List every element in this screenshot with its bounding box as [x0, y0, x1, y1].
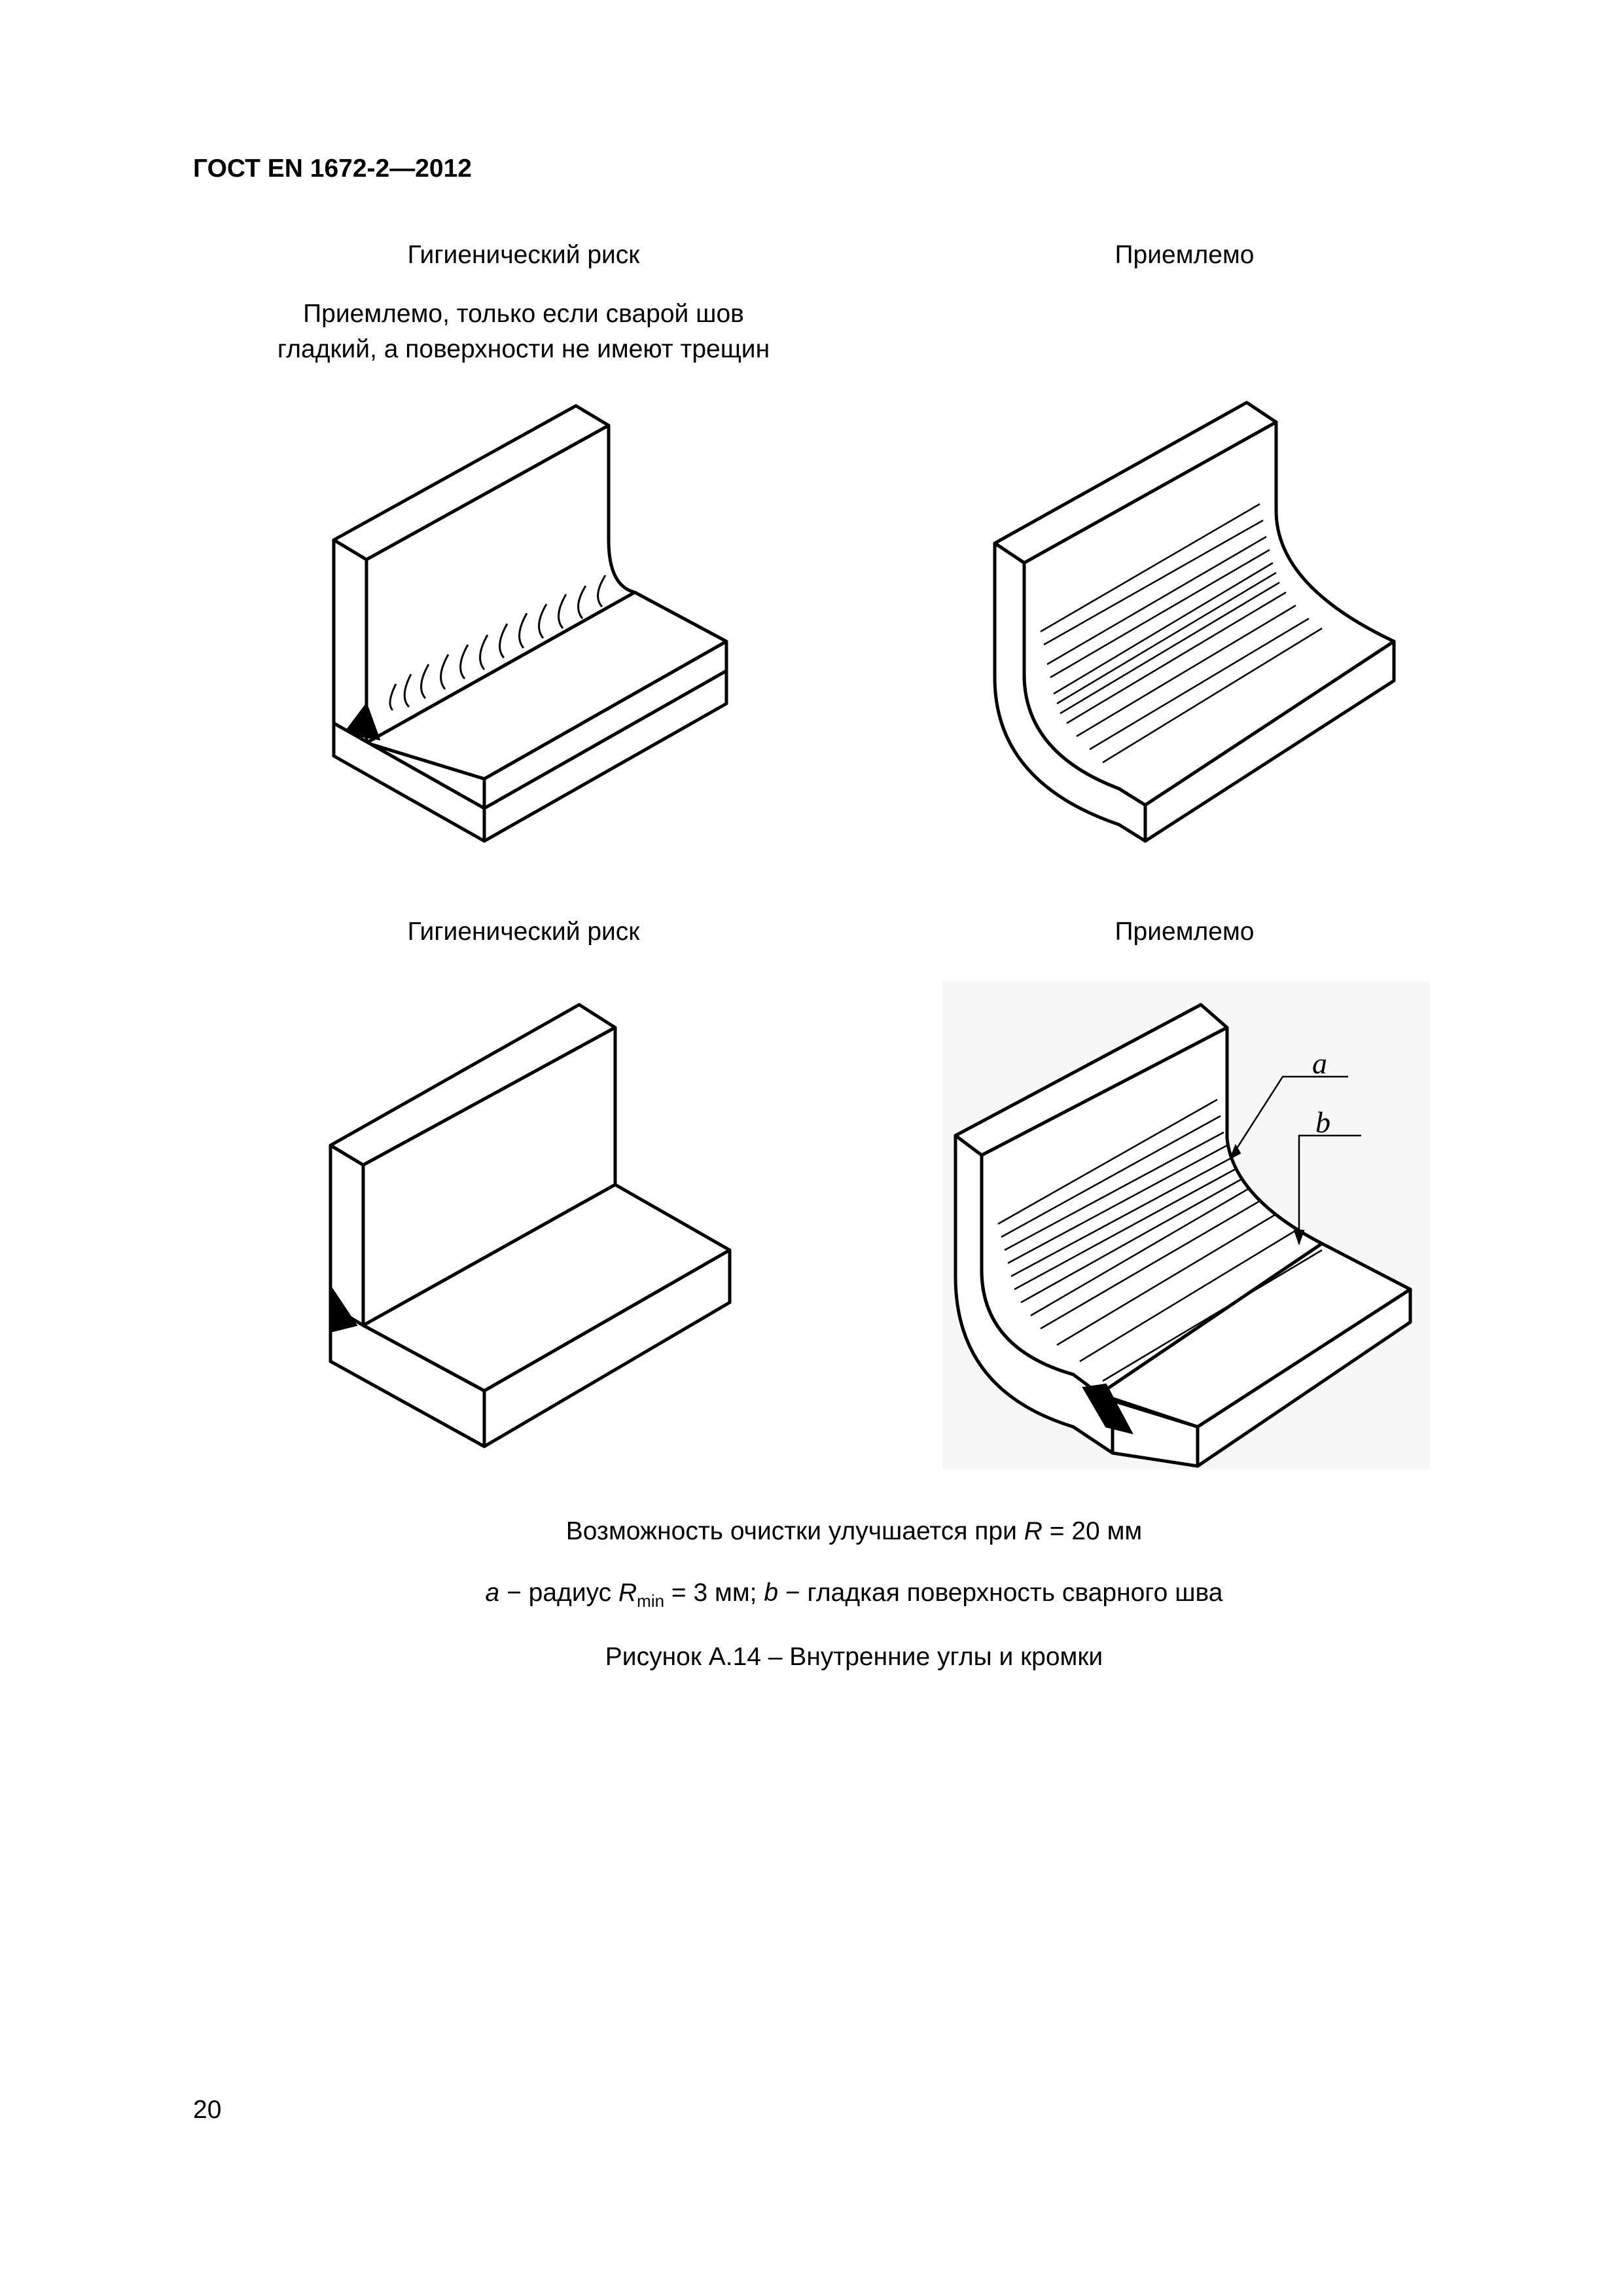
legend-r: R [618, 1579, 637, 1607]
page-number: 20 [193, 2096, 222, 2124]
cleanability-suffix: = 20 мм [1042, 1517, 1143, 1545]
document-header: ГОСТ EN 1672-2—2012 [193, 154, 472, 183]
figure-legend: a − радиус Rmin = 3 мм; b − гладкая пове… [366, 1579, 1342, 1611]
polish-lines [997, 1098, 1323, 1382]
caption-bottom-right: Приемлемо [1115, 918, 1255, 946]
polish-lines [1040, 503, 1323, 764]
note-top-left: Приемлемо, только если сварой шов гладки… [236, 296, 812, 367]
caption-top-right: Приемлемо [1115, 241, 1255, 269]
legend-b: b [764, 1579, 779, 1607]
cleanability-note: Возможность очистки улучшается при R = 2… [419, 1517, 1289, 1546]
figure-sharp-corner-welded [332, 404, 728, 843]
legend-b-text: − гладкая поверхность сварного шва [778, 1579, 1223, 1607]
label-b: b [1315, 1105, 1330, 1139]
caption-bottom-left: Гигиенический риск [407, 918, 640, 946]
figure-sharp-corner [329, 1003, 732, 1448]
weld-ripple-marks [389, 575, 607, 711]
cleanability-var: R [1024, 1517, 1043, 1545]
figure-radius-corner-labeled: a b [942, 982, 1430, 1469]
note-line-2: гладкий, а поверхности не имеют трещин [277, 335, 770, 363]
legend-r-sub: min [637, 1590, 665, 1611]
legend-a-text: − радиус [499, 1579, 618, 1607]
legend-a: a [485, 1579, 500, 1607]
cleanability-prefix: Возможность очистки улучшается при [565, 1517, 1024, 1545]
figure-radius-corner [993, 401, 1396, 843]
legend-r-value: = 3 мм; [664, 1579, 764, 1607]
note-line-1: Приемлемо, только если сварой шов [303, 300, 744, 328]
figure-title: Рисунок А.14 – Внутренние углы и кромки [605, 1643, 1103, 1671]
label-a: a [1312, 1047, 1327, 1080]
caption-top-left: Гигиенический риск [407, 241, 640, 269]
